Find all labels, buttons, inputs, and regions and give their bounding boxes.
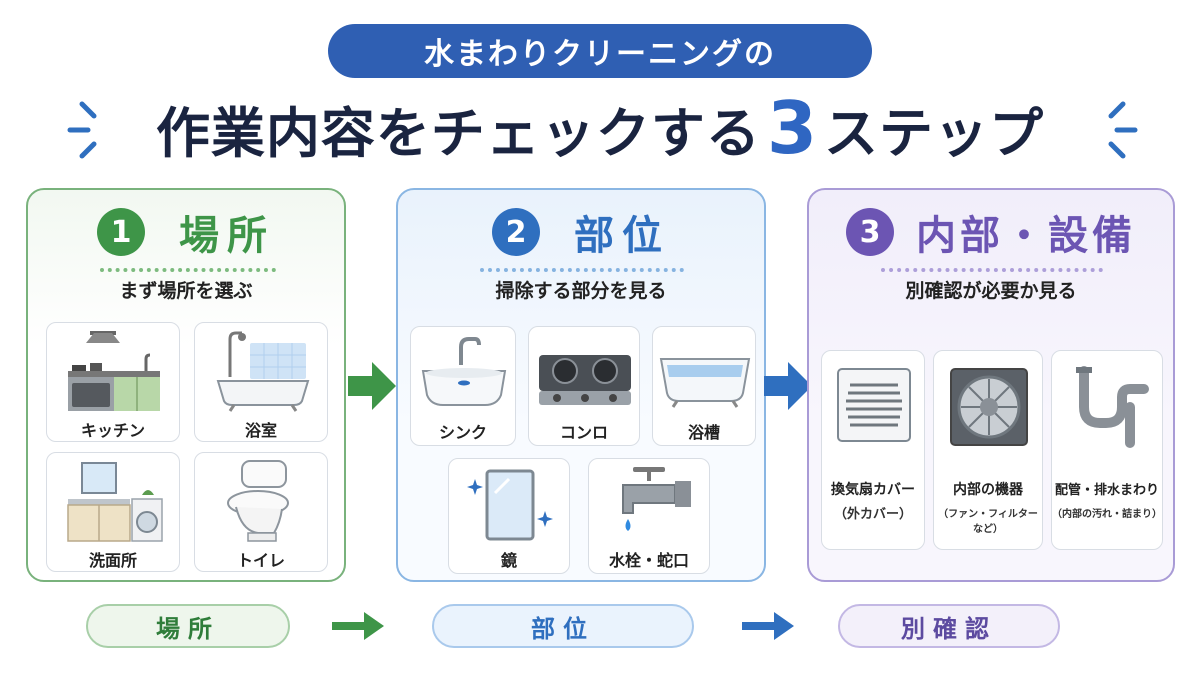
- card-washroom: 洗面所: [46, 452, 180, 572]
- card-stove-label: コンロ: [559, 423, 608, 442]
- bathtub-icon: [659, 358, 751, 408]
- step-1-divider: [100, 268, 276, 272]
- gas-stove-icon: [539, 355, 631, 405]
- card-kitchen-label: キッチン: [80, 421, 145, 440]
- internal-fan-icon: [950, 368, 1028, 446]
- step-1-panel: 1 場所 まず場所を選ぶ キッチン 浴室: [26, 188, 346, 582]
- step-1-number: 1: [97, 208, 145, 256]
- card-mirror: 鏡: [448, 458, 570, 574]
- toilet-icon: [227, 460, 289, 542]
- title-number: 3: [766, 86, 819, 170]
- mirror-icon: [467, 469, 553, 541]
- fan-cover-icon: [837, 368, 911, 442]
- bathtub-shower-icon: [216, 331, 310, 412]
- step-2-divider: [480, 268, 684, 272]
- header-pill: 水まわりクリーニングの: [328, 24, 872, 78]
- step-3-panel: 3 内部・設備 別確認が必要か見る 換気扇カバー （外カバー） 内部の機器 （フ…: [807, 188, 1175, 582]
- washroom-icon: [67, 462, 163, 542]
- card-sink: シンク: [410, 326, 516, 446]
- sink-icon: [421, 337, 507, 406]
- faucet-icon: [622, 467, 691, 531]
- kitchen-icon: [68, 331, 160, 411]
- title-text-before: 作業内容をチェックする: [155, 101, 761, 165]
- footer-step-3: 別確認: [838, 604, 1060, 648]
- arrow-2-to-3-icon: [764, 362, 812, 410]
- sparkle-right-icon: [1108, 101, 1138, 159]
- card-piping-label: 配管・排水まわり: [1054, 483, 1159, 498]
- card-bathtub-label: 浴槽: [687, 423, 720, 442]
- card-internal-equipment-note: （ファン・フィルターなど）: [938, 509, 1038, 535]
- pipe-icon: [1076, 366, 1149, 448]
- step-3-number: 3: [846, 208, 894, 256]
- card-mirror-label: 鏡: [500, 551, 517, 570]
- card-toilet-label: トイレ: [236, 551, 285, 570]
- step-2-number: 2: [492, 208, 540, 256]
- card-internal-equipment: 内部の機器 （ファン・フィルターなど）: [933, 350, 1043, 550]
- title-text-after: ステップ: [824, 101, 1045, 165]
- card-toilet: トイレ: [194, 452, 328, 572]
- card-fan-cover: 換気扇カバー （外カバー）: [821, 350, 925, 550]
- card-sink-label: シンク: [438, 423, 487, 442]
- card-faucet: 水栓・蛇口: [588, 458, 710, 574]
- card-washroom-label: 洗面所: [88, 551, 137, 570]
- footer-step-1: 場所: [86, 604, 290, 648]
- arrow-1-to-2-icon: [348, 362, 396, 410]
- step-3-title: 内部・設備: [916, 213, 1136, 259]
- footer-arrow-1-icon: [332, 612, 384, 640]
- card-stove: コンロ: [528, 326, 640, 446]
- card-bathroom: 浴室: [194, 322, 328, 442]
- step-2-subtitle: 掃除する部分を見る: [495, 280, 667, 302]
- sparkle-left-icon: [67, 101, 97, 159]
- step-2-title: 部位: [574, 213, 670, 259]
- step-3-divider: [881, 268, 1103, 272]
- card-bathtub: 浴槽: [652, 326, 756, 446]
- card-fan-cover-label: 換気扇カバー: [831, 482, 915, 498]
- card-internal-equipment-label: 内部の機器: [953, 482, 1023, 498]
- card-bathroom-label: 浴室: [244, 421, 277, 440]
- footer-step-2: 部位: [432, 604, 694, 648]
- step-2-panel: 2 部位 掃除する部分を見る シンク コンロ 浴槽: [396, 188, 766, 582]
- card-faucet-label: 水栓・蛇口: [608, 551, 689, 570]
- card-kitchen: キッチン: [46, 322, 180, 442]
- step-1-subtitle: まず場所を選ぶ: [119, 280, 253, 302]
- step-1-title: 場所: [179, 213, 275, 259]
- card-fan-cover-note: （外カバー）: [833, 507, 912, 522]
- footer-arrow-2-icon: [742, 612, 794, 640]
- card-piping-note: （内部の汚れ・詰まり）: [1052, 509, 1162, 520]
- step-3-subtitle: 別確認が必要か見る: [905, 280, 1077, 302]
- card-piping: 配管・排水まわり （内部の汚れ・詰まり）: [1051, 350, 1163, 550]
- main-title: 作業内容をチェックする 3 ステップ: [0, 86, 1200, 170]
